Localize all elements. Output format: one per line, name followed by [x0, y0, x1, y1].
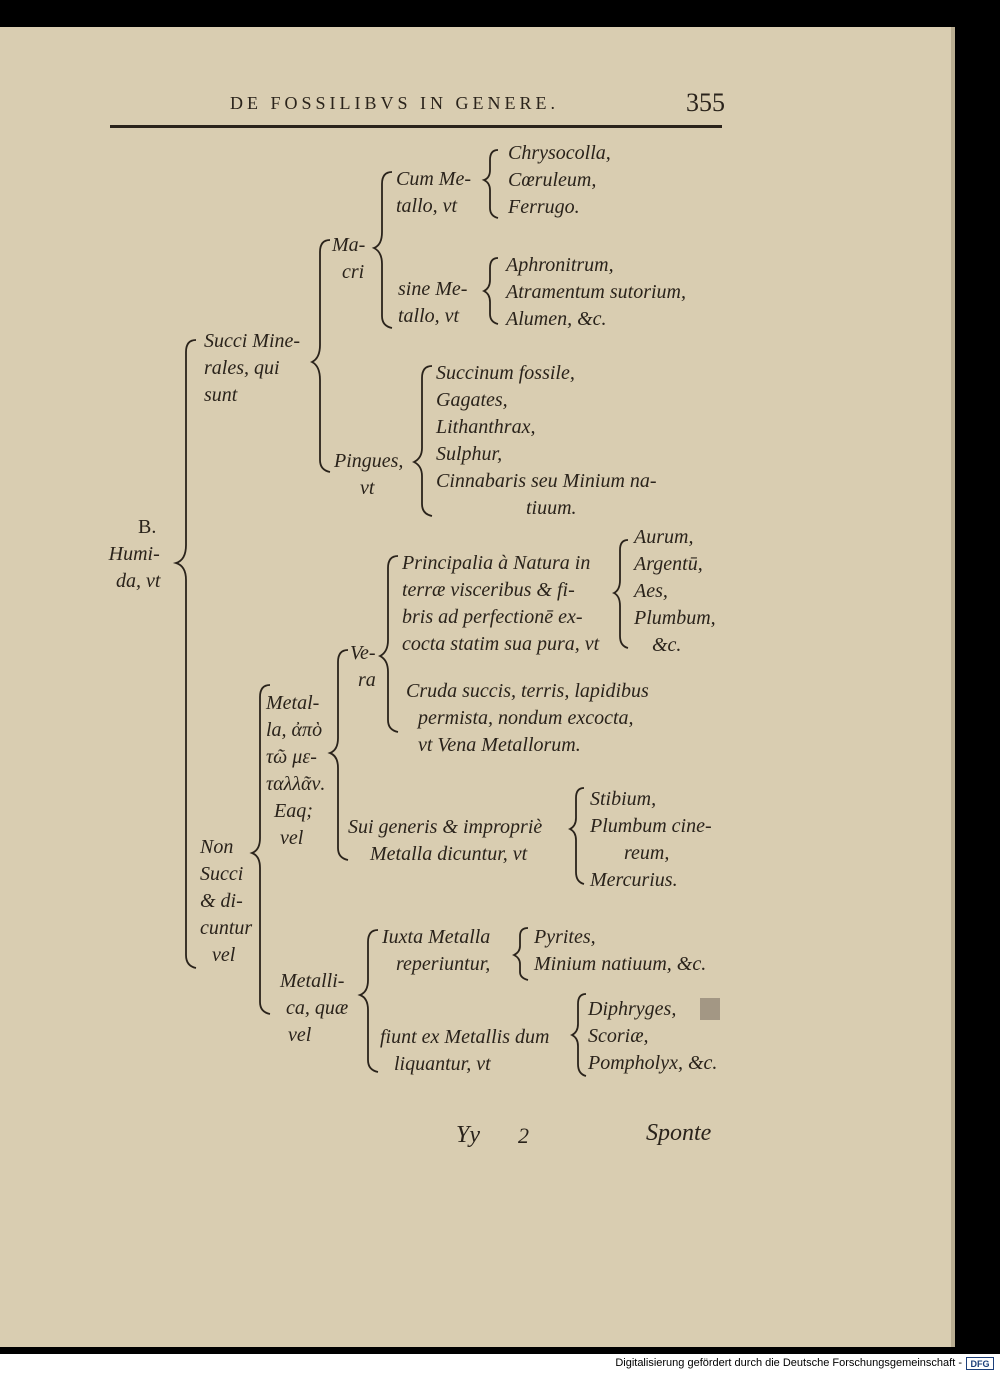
principalia-list: Aurum,Argentū,Aes,Plumbum,&c.	[634, 526, 716, 656]
macri-label: Ma-cri	[332, 234, 366, 283]
catchword: Sponte	[646, 1120, 712, 1146]
cum-metallo-label: Cum Me-tallo, vt	[396, 168, 471, 217]
book-page	[0, 27, 955, 1347]
sine-metallo-list: Aphronitrum,Atramentum sutorium,Alumen, …	[506, 254, 686, 330]
library-stamp	[700, 998, 720, 1020]
b-humida-label: B.Humi-da, vt	[108, 516, 161, 592]
cum-metallo-list: Chrysocolla,Cœruleum,Ferrugo.	[508, 142, 611, 218]
signature-mark: Yy	[456, 1122, 480, 1148]
header-rule	[110, 125, 722, 128]
iuxta-list: Pyrites,Minium natiuum, &c.	[534, 926, 707, 975]
page-number: 355	[686, 88, 725, 117]
pingues-list: Succinum fossile,Gagates,Lithanthrax,Sul…	[436, 362, 657, 519]
dfg-logo: DFG	[966, 1357, 994, 1370]
running-title: DE FOSSILIBVS IN GENERE.	[230, 93, 560, 113]
sui-generis-list: Stibium,Plumbum cine-reum,Mercurius.	[590, 788, 712, 891]
fiunt-list: Diphryges,Scoriæ,Pompholyx, &c.	[588, 998, 718, 1074]
sine-metallo-label: sine Me-tallo, vt	[398, 278, 468, 327]
digitization-credit: Digitalisierung gefördert durch die Deut…	[0, 1354, 1000, 1373]
vera-label: Ve-ra	[350, 642, 376, 691]
signature-number: 2	[518, 1123, 529, 1148]
pingues-label: Pingues,vt	[334, 450, 404, 499]
